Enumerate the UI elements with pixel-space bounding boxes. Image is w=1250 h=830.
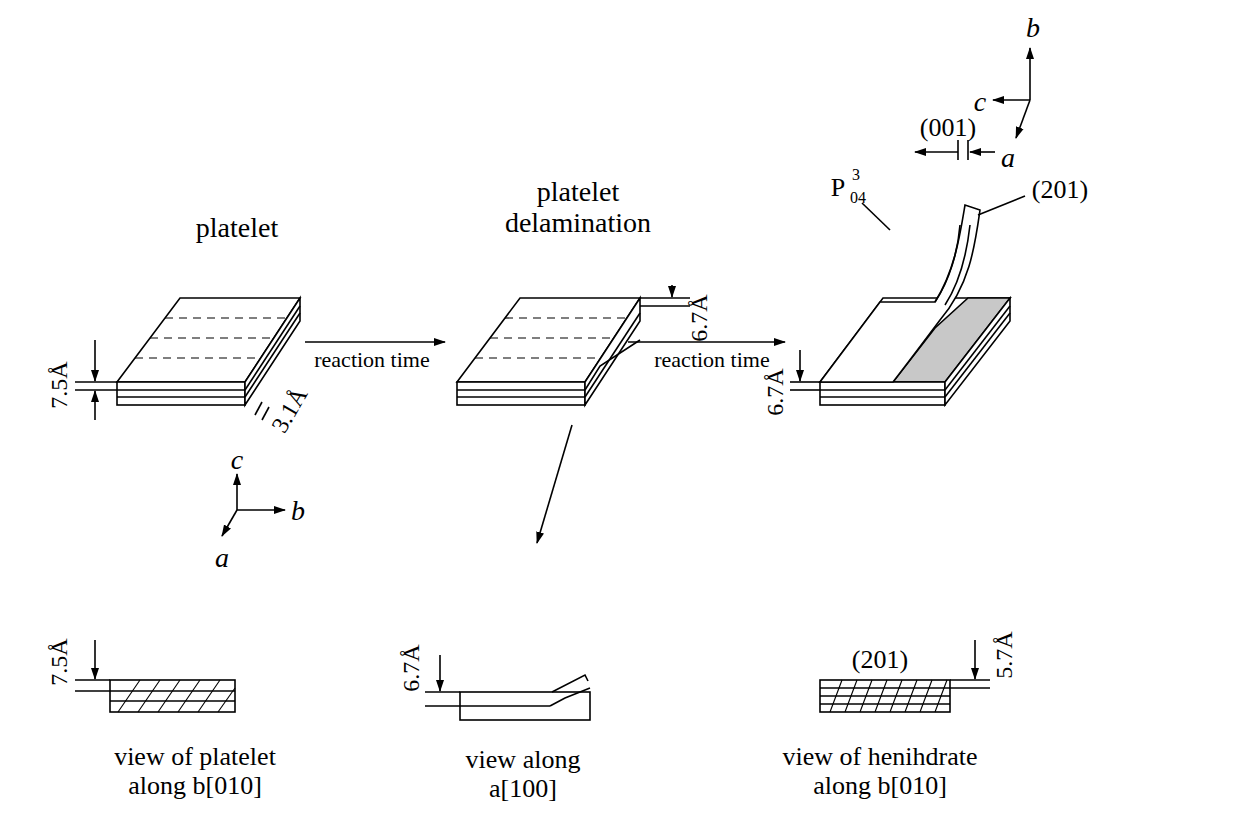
- dimension-label: 7.5Å: [47, 361, 73, 408]
- stage-title: platelet: [196, 213, 278, 244]
- dimension-label: 6.7Å: [687, 294, 713, 341]
- axis-label: a: [1001, 143, 1015, 174]
- plane-label: (001): [920, 114, 976, 143]
- phase-superscript: 3: [852, 166, 860, 184]
- dimension-label: 3.1Å: [267, 383, 314, 437]
- plane-label: (201): [1032, 176, 1088, 205]
- view-caption: view of henihdrate along b[010]: [755, 743, 1005, 800]
- phase-label: P: [831, 174, 845, 203]
- plane-label: (201): [852, 646, 908, 675]
- stage-title: platelet delamination: [478, 177, 678, 239]
- arrow-label: reaction time: [654, 348, 769, 372]
- view-caption: view of platelet along b[010]: [105, 743, 285, 800]
- phase-subscript: 04: [850, 189, 866, 207]
- dimension-label: 6.7Å: [399, 644, 425, 691]
- axis-label: b: [1026, 13, 1040, 44]
- dimension-label: 5.7Å: [992, 631, 1018, 678]
- axis-label: c: [231, 445, 243, 476]
- dimension-label: 6.7Å: [763, 368, 789, 415]
- axis-label: b: [291, 496, 305, 527]
- axis-label: a: [215, 543, 229, 574]
- dimension-label: 7.5Å: [47, 638, 73, 685]
- arrow-label: reaction time: [314, 348, 429, 372]
- view-caption: view along a[100]: [448, 746, 598, 803]
